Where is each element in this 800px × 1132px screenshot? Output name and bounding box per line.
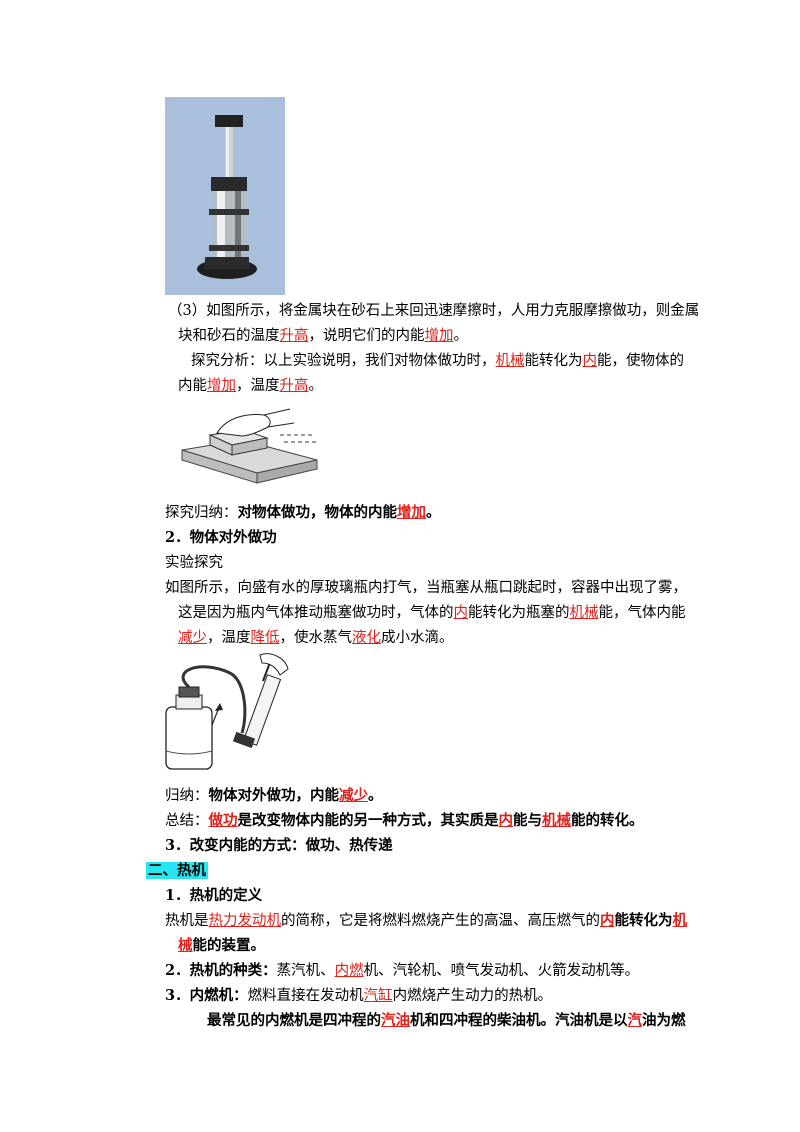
answer-span: 机械 xyxy=(495,353,525,369)
text-line: 最常见的内燃机是四冲程的汽油机和四冲程的柴油机。汽油机是以汽油为燃 xyxy=(207,1011,800,1031)
text-span: 的简称，它是将燃料燃烧产生的高温、高压燃气的 xyxy=(281,913,600,929)
answer-span: 增加 xyxy=(424,328,454,344)
bottle-pump-illustration xyxy=(165,653,289,770)
answer-span: 增加 xyxy=(207,378,236,394)
text-span: ，温度 xyxy=(207,630,251,646)
text-span: 。 xyxy=(308,378,324,394)
bold-span: 物体对外做功，内能 xyxy=(208,787,340,804)
text-span: 成小水滴。 xyxy=(381,630,454,646)
text-line: 块和砂石的温度升高，说明它们的内能增加。 xyxy=(178,326,800,346)
text-span: 这是因为瓶内气体推动瓶塞做功时，气体的 xyxy=(178,605,454,621)
text-span: 。 xyxy=(453,328,469,344)
bold-span: 对物体做功，物体的内能 xyxy=(237,504,398,521)
text-span: 探究分析：以上实验说明，我们对物体做功时， xyxy=(191,353,496,369)
text-line: 归纳：物体对外做功，内能减少。 xyxy=(165,786,800,806)
text-span: 探究归纳： xyxy=(165,505,238,521)
text-line: 械能的装置。 xyxy=(178,936,800,956)
answer-span: 机械 xyxy=(569,605,599,621)
bold-span: 2．热机的种类： xyxy=(165,962,277,979)
answer-span: 内 xyxy=(582,353,598,369)
answer-span: 机 xyxy=(672,912,688,929)
answer-span: 汽缸 xyxy=(363,988,393,1004)
bold-span: 。 xyxy=(368,787,383,804)
answer-span: 降低 xyxy=(250,630,280,646)
air-pump-photo xyxy=(165,97,285,295)
text-line: 总结：做功是改变物体内能的另一种方式，其实质是内能与机械能的转化。 xyxy=(165,811,800,831)
answer-span: 械 xyxy=(178,937,193,954)
text-line: 3．内燃机：燃料直接在发动机汽缸内燃烧产生动力的热机。 xyxy=(165,986,800,1006)
section-heading: 2．物体对外做功 xyxy=(165,529,277,546)
answer-span: 内燃 xyxy=(334,963,364,979)
answer-span: 减少 xyxy=(339,787,368,804)
text-span: 归纳： xyxy=(165,788,209,804)
highlighted-heading: 二、热机 xyxy=(146,862,208,879)
bold-span: 3．内燃机： xyxy=(165,987,248,1004)
text-span: 能，使物体的 xyxy=(597,353,684,369)
text-line: 探究分析：以上实验说明，我们对物体做功时，机械能转化为内能，使物体的 xyxy=(191,351,800,371)
text-span: 能转化为瓶塞的 xyxy=(468,605,570,621)
text-span: 内能 xyxy=(178,378,207,394)
bold-span: 最常见的内燃机是四冲程的 xyxy=(207,1012,381,1029)
bold-span: 。 xyxy=(426,504,441,521)
bold-span: 油为燃 xyxy=(642,1012,686,1029)
answer-span: 增加 xyxy=(397,504,426,521)
answer-span: 做功 xyxy=(208,812,238,829)
answer-span: 机械 xyxy=(542,812,571,829)
answer-span: 减少 xyxy=(178,630,207,646)
answer-span: 内 xyxy=(498,812,514,829)
answer-span: 汽油 xyxy=(381,1012,410,1029)
text-span: 能转化为 xyxy=(524,353,583,369)
text-span: ，使水蒸气 xyxy=(279,630,353,646)
text-span: 热机是 xyxy=(165,913,209,929)
bold-span: 机和四冲程的柴油机。汽油机是以 xyxy=(410,1012,628,1029)
text-span: 燃料直接在发动机 xyxy=(247,988,364,1004)
bold-span: 能的装置。 xyxy=(192,937,266,954)
text-span: 内燃烧产生动力的热机。 xyxy=(392,988,553,1004)
text-line: 探究归纳：对物体做功，物体的内能增加。 xyxy=(165,503,800,523)
text-span: 机、汽轮机、喷气发动机、火箭发动机等。 xyxy=(363,963,640,979)
text-span: ，说明它们的内能 xyxy=(308,328,425,344)
bold-span: 能转化为 xyxy=(614,912,673,929)
answer-span: 内 xyxy=(453,605,469,621)
friction-block-illustration xyxy=(181,408,318,484)
text-span: 块和砂石的温度 xyxy=(178,328,280,344)
answer-span: 内 xyxy=(600,912,615,929)
text-line: 这是因为瓶内气体推动瓶塞做功时，气体的内能转化为瓶塞的机械能，气体内能 xyxy=(178,603,800,623)
text-span: ，温度 xyxy=(236,378,280,394)
text-line: 如图所示，向盛有水的厚玻璃瓶内打气，当瓶塞从瓶口跳起时，容器中出现了雾， xyxy=(165,580,687,596)
text-line: 实验探究 xyxy=(165,555,223,571)
text-span: 能，气体内能 xyxy=(598,605,686,621)
answer-span: 升高 xyxy=(279,328,309,344)
section-heading: 1．热机的定义 xyxy=(165,887,263,904)
text-span: 总结： xyxy=(165,813,209,829)
text-line: （3）如图所示，将金属块在砂石上来回迅速摩擦时，人用力克服摩擦做功，则金属 xyxy=(168,303,700,319)
text-line: 内能增加，温度升高。 xyxy=(178,376,800,396)
bold-span: 是改变物体内能的另一种方式，其实质是 xyxy=(237,812,499,829)
answer-span: 液化 xyxy=(352,630,381,646)
text-span: 蒸汽机、 xyxy=(276,963,335,979)
answer-span: 升高 xyxy=(279,378,309,394)
text-line: 减少，温度降低，使水蒸气液化成小水滴。 xyxy=(178,628,800,648)
bold-span: 能与 xyxy=(513,812,542,829)
bold-span: 能的转化。 xyxy=(571,812,644,829)
answer-span: 汽 xyxy=(627,1012,643,1029)
text-line: 热机是热力发动机的简称，它是将燃料燃烧产生的高温、高压燃气的内能转化为机 xyxy=(165,911,800,931)
chapter-heading: 二、热机 xyxy=(146,861,800,881)
answer-span: 热力发动机 xyxy=(208,913,282,929)
text-line: 2．热机的种类：蒸汽机、内燃机、汽轮机、喷气发动机、火箭发动机等。 xyxy=(165,961,800,981)
section-heading: 3．改变内能的方式：做功、热传递 xyxy=(165,837,393,854)
